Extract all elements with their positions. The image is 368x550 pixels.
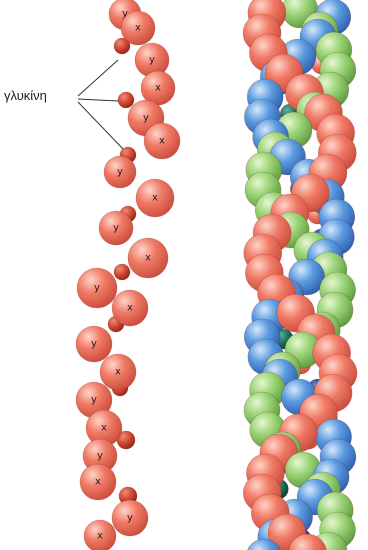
glycine-pointer-lines (78, 60, 124, 150)
y-residue-bead: y (77, 268, 117, 308)
triple-helix (243, 0, 357, 550)
bead-letter: y (117, 167, 123, 178)
bead-letter: y (143, 113, 149, 124)
x-residue-bead: x (84, 520, 116, 550)
bead-letter: y (127, 513, 133, 524)
x-residue-bead: x (136, 179, 174, 217)
glycine-bead (118, 92, 134, 108)
bead-letter: y (91, 339, 97, 350)
bead-letter: x (159, 136, 165, 147)
bead-letter: y (94, 283, 100, 294)
bead-letter: y (91, 395, 97, 406)
x-residue-bead: x (121, 11, 155, 45)
bead-letter: y (97, 451, 103, 462)
x-residue-bead: x (144, 123, 180, 159)
bead-letter: x (95, 477, 101, 488)
bead-letter: y (113, 223, 119, 234)
bead-letter: x (135, 23, 141, 34)
x-residue-bead: x (100, 354, 136, 390)
glycine-bead (114, 264, 130, 280)
x-residue-bead: x (80, 464, 116, 500)
bead-letter: y (149, 55, 155, 66)
glycine-label: γλυκίνη (4, 88, 47, 103)
bead-letter: x (155, 83, 161, 94)
bead-letter: x (97, 531, 103, 542)
bead-letter: x (115, 367, 121, 378)
bead-letter: x (152, 193, 158, 204)
x-residue-bead: x (112, 290, 148, 326)
y-residue-bead: y (104, 156, 136, 188)
bead-letter: x (127, 303, 133, 314)
bead-letter: x (101, 423, 107, 434)
bead-letter: x (145, 253, 151, 264)
y-residue-bead: y (76, 326, 112, 362)
single-collagen-chain: yxyxyxyxyxyxyxyxyxyx (76, 0, 180, 550)
y-residue-bead: y (99, 211, 133, 245)
y-residue-bead: y (112, 500, 148, 536)
x-residue-bead: x (128, 238, 168, 278)
